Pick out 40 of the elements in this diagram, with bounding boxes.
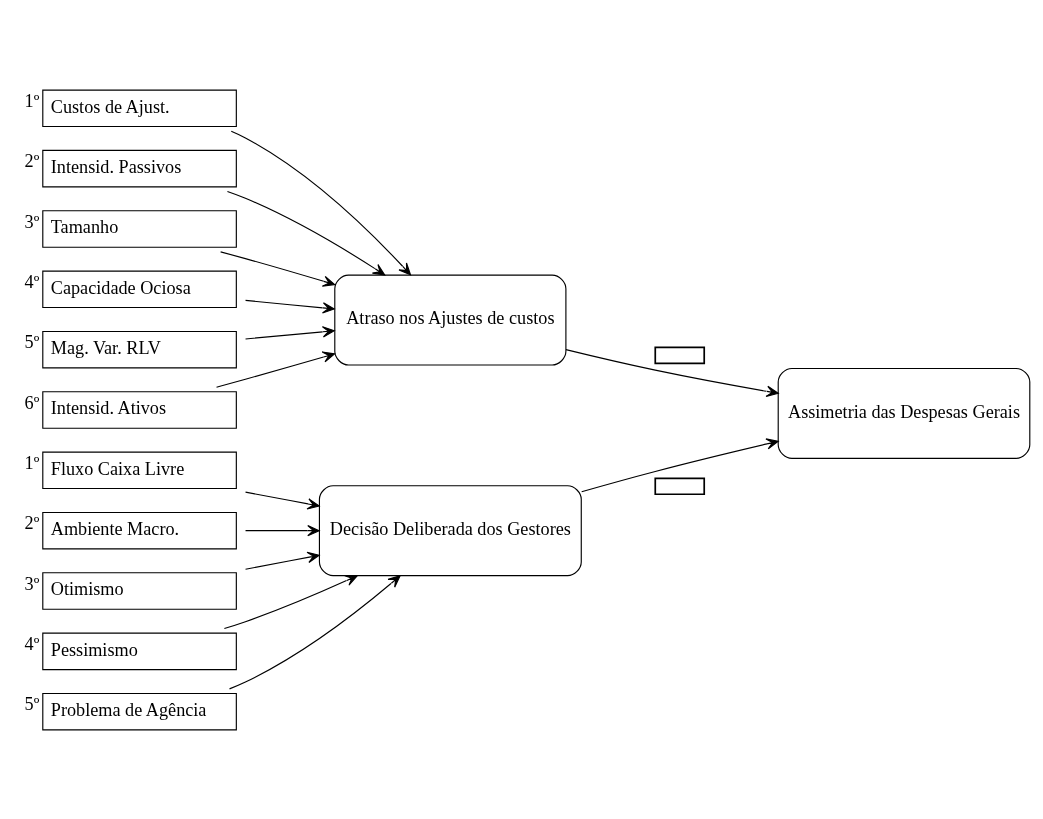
node-box: Atraso nos Ajustes de custos [334,274,567,366]
node-label: 5º [24,693,40,714]
arrow [581,437,779,492]
node-box: Mag. Var. RLV [42,330,237,368]
node-box: Pessimismo [42,632,237,670]
node-box: Otimismo [42,571,237,610]
node-box: Tamanho [42,209,237,248]
arrow [244,325,335,340]
node-box: Intensid. Ativos [42,390,237,429]
node-label: 2º [24,512,40,533]
arrow [230,130,412,275]
node-label: 1º [24,90,40,111]
node-box: Problema de Agência [42,692,237,730]
node-label: 4º [24,633,40,654]
node-box: Fluxo Caixa Livre [42,451,237,489]
node-box [654,476,706,495]
node-box: Ambiente Macro. [42,511,237,549]
node-box: Decisão Deliberada dos Gestores [318,484,582,576]
arrow [244,524,320,536]
node-label: 4º [24,271,40,292]
arrow [244,299,335,314]
arrow [223,574,358,629]
node-label: 1º [24,452,40,473]
arrow [215,351,336,388]
arrow [228,574,401,689]
node-label: 5º [24,331,40,352]
node-label: 3º [24,211,40,232]
arrow [226,190,386,276]
arrow [220,250,336,287]
node-box: Custos de Ajust. [42,89,237,127]
node-box [654,346,706,364]
node-box: Intensid. Passivos [42,149,237,187]
node-box: Capacidade Ociosa [42,270,237,308]
arrow [244,551,320,570]
node-box: Assimetria das Despesas Gerais [777,367,1031,459]
node-label: 3º [24,573,40,594]
node-label: 2º [24,150,40,171]
arrow [244,491,320,510]
arrow [565,348,779,397]
node-label: 6º [24,392,40,413]
